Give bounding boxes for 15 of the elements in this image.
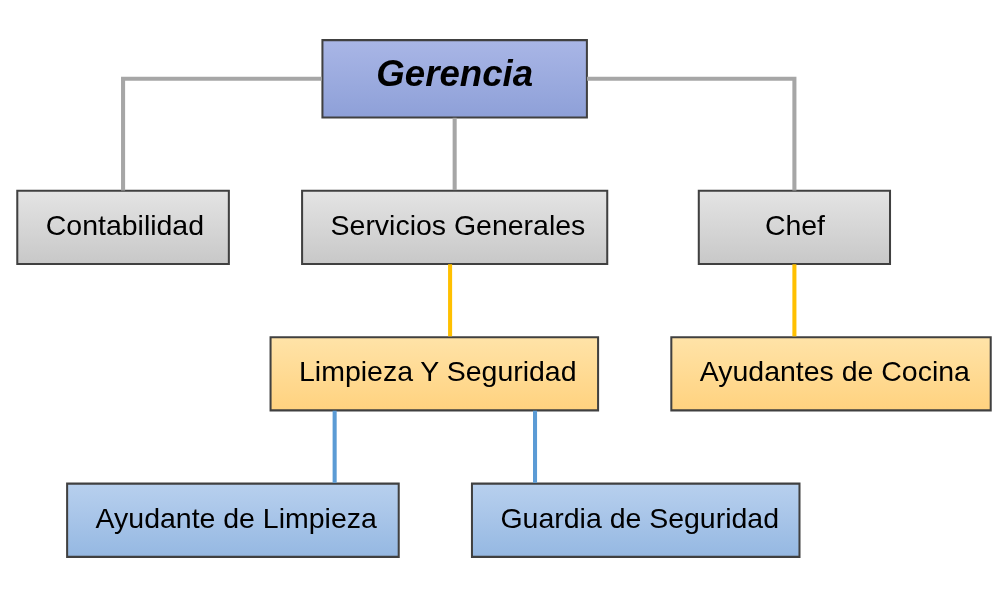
connector (332, 410, 337, 483)
node-box: Ayudantes de Cocina (669, 335, 992, 411)
connector (447, 263, 452, 336)
connector (791, 263, 796, 336)
node-box: Limpieza Y Seguridad (269, 335, 599, 411)
node-box: Contabilidad (15, 189, 230, 265)
connector (120, 76, 322, 191)
node-box: Ayudante de Limpieza (65, 482, 400, 558)
node-box: Gerencia (320, 38, 588, 118)
node-box: Guardia de Seguridad (470, 482, 800, 558)
connector (532, 410, 537, 483)
node-box: Chef (697, 189, 891, 265)
node-box: Servicios Generales (300, 189, 608, 265)
connector (452, 117, 457, 190)
connector (586, 76, 796, 191)
